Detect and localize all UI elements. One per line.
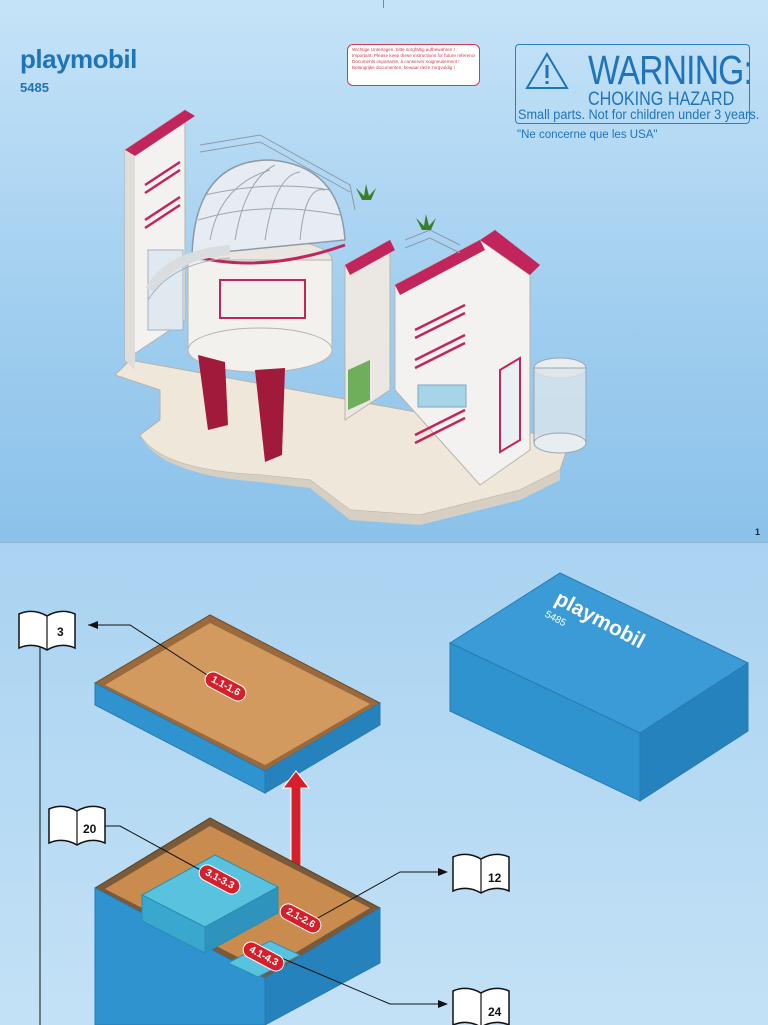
open-book-icon — [452, 987, 510, 1025]
book-reference: 20 — [47, 801, 107, 847]
book-reference: 3 — [17, 606, 77, 652]
page-number: 1 — [754, 527, 760, 537]
warning-subtitle: CHOKING HAZARD — [588, 89, 735, 110]
open-book-icon — [48, 805, 106, 846]
notice-line: Documents importants, à conserver soigne… — [352, 59, 460, 64]
open-book-icon — [452, 853, 510, 894]
box-contents-diagram — [39, 572, 750, 1025]
lid-tray — [93, 614, 382, 794]
bottom-tray — [93, 817, 382, 1025]
building-illustration — [114, 109, 587, 525]
keep-instructions-notice: Wichtige Unterlagen, bitte sorgfältig au… — [347, 44, 480, 86]
book-page-number: 24 — [488, 1005, 502, 1019]
book-page-number: 20 — [83, 822, 97, 836]
instruction-page-1: playmobil 5485 Wichtige Unterlagen, bitt… — [0, 0, 768, 542]
warning-triangle-icon — [525, 52, 569, 89]
notice-line: Important: Please keep these instruction… — [352, 53, 475, 58]
book-page-number: 3 — [57, 625, 64, 639]
usa-note: "Ne concerne que les USA" — [517, 129, 658, 141]
book-reference: 12 — [451, 849, 511, 895]
book-reference: 24 — [451, 983, 511, 1025]
model-number: 5485 — [20, 80, 49, 95]
instruction-page-2: playmobil 5485 3 20 12 24 1.1-1.6 3.1-3.… — [0, 542, 768, 1025]
open-book-icon — [18, 610, 76, 651]
warning-title: WARNING: — [588, 47, 753, 93]
page-fold-mark — [383, 0, 384, 8]
choking-warning-box: WARNING: CHOKING HAZARD Small parts. Not… — [515, 44, 759, 124]
brand-logo: playmobil — [20, 44, 137, 74]
warning-text: Small parts. Not for children under 3 ye… — [518, 107, 760, 122]
product-box — [448, 572, 750, 802]
notice-line: Wichtige Unterlagen, bitte sorgfältig au… — [352, 47, 455, 52]
book-page-number: 12 — [488, 871, 502, 885]
notice-line: Belangrijke documenten, bewaar deze zorg… — [352, 65, 455, 70]
